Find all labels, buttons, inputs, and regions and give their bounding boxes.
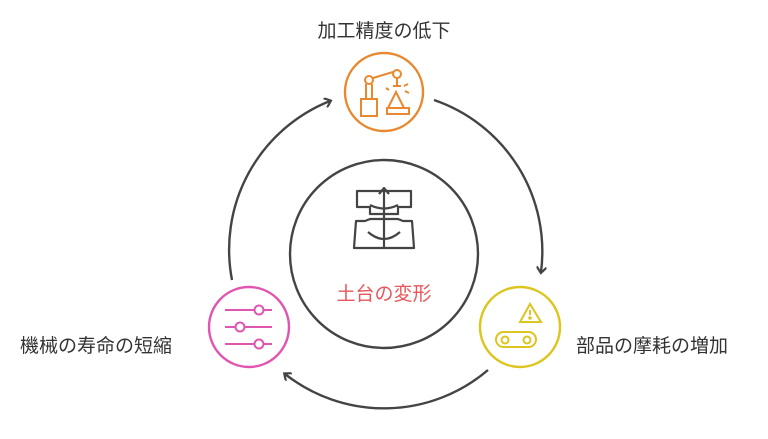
arrow-left-to-top [227,101,330,281]
node-circle-right [478,285,562,369]
center-label: 土台の変形 [336,283,432,305]
node-label-right: 部品の摩耗の増加 [576,335,729,357]
arrow-top-to-right [433,98,542,272]
conveyor-warning-icon [495,302,543,348]
deformed-base-icon [352,186,416,250]
arrow-right-to-left [285,369,489,410]
node-circle-top [343,51,425,133]
robot-arm-icon [360,69,410,117]
node-label-top: 加工精度の低下 [317,20,451,42]
sliders-icon [225,304,272,350]
center-circle [288,158,480,350]
node-label-left: 機械の寿命の短縮 [20,335,173,357]
